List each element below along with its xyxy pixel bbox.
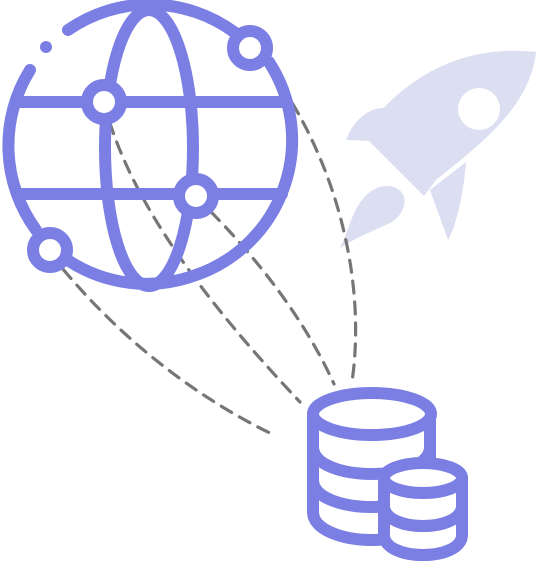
connection-line-center xyxy=(194,195,336,386)
rocket-bottom-joint xyxy=(366,112,436,196)
database-large-top xyxy=(307,387,437,441)
database-small-top xyxy=(378,457,468,499)
rocket-window xyxy=(458,88,500,130)
globe-node-top-right xyxy=(227,25,273,71)
rocket-icon xyxy=(340,50,536,248)
connection-line-mid-left xyxy=(102,100,302,404)
globe-outline-dot xyxy=(40,41,52,53)
rocket-flame xyxy=(340,186,405,248)
globe-icon xyxy=(2,0,299,292)
rocket-right-fin xyxy=(430,162,466,240)
globe-meridian xyxy=(99,4,199,292)
globe-outline-left xyxy=(2,64,42,236)
database-icon xyxy=(307,387,468,561)
connection-line-bottom-left xyxy=(48,251,278,438)
globe-outline-right xyxy=(63,56,299,290)
database-small-ring-1 xyxy=(378,500,468,532)
globe-node-bottom-left xyxy=(27,227,73,273)
globe-node-top-left xyxy=(81,79,127,125)
rocket-body xyxy=(375,50,536,180)
globe-node-center xyxy=(173,173,219,219)
database-small-cylinder xyxy=(378,472,468,561)
